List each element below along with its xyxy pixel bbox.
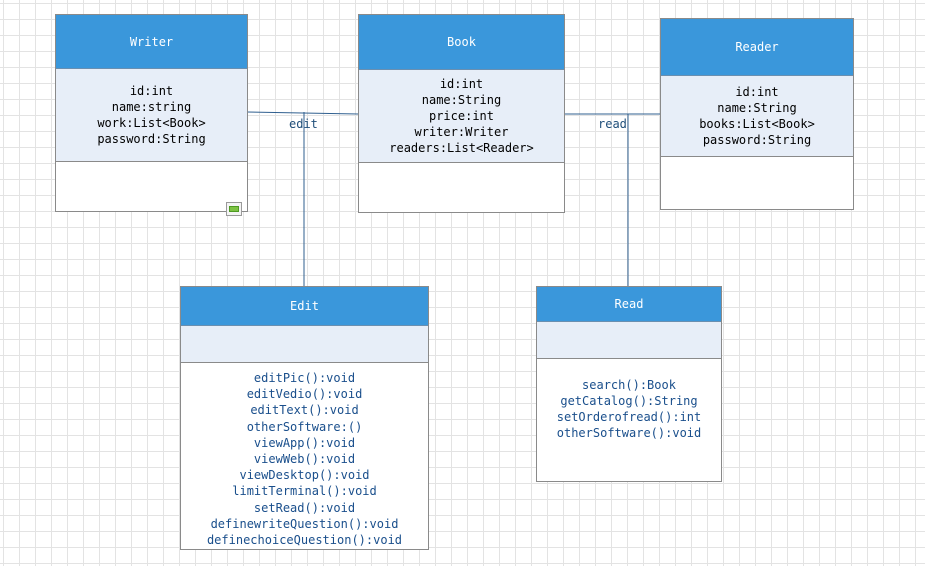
edit-association-label: edit	[289, 117, 318, 131]
operation: editVedio():void	[246, 387, 363, 402]
operation: definechoiceQuestion():void	[206, 533, 403, 548]
class-book[interactable]: Book id:int name:String price:int writer:Wr…	[358, 14, 565, 213]
class-reader[interactable]: Reader id:int name:String books:List<Book>…	[660, 18, 854, 210]
class-book-attributes: id:int name:String price:int writer:Writer r…	[359, 70, 564, 163]
operation: search():Book	[582, 377, 676, 392]
operation: getCatalog():String	[560, 393, 698, 408]
operation: definewriteQuestion():void	[210, 516, 399, 531]
attribute: books:List<Book>	[699, 117, 815, 131]
attribute: name:String	[717, 101, 797, 115]
attribute: id:int	[439, 77, 484, 91]
operation: editPic():void	[253, 371, 356, 385]
attribute: password:String	[97, 132, 206, 146]
operation: setOrderofread():int	[556, 410, 702, 424]
attribute: readers:List<Reader>	[389, 141, 534, 155]
attribute: work:List<Book>	[97, 116, 206, 130]
attribute: price:int	[428, 109, 495, 123]
class-reader-attributes: id:int name:String books:List<Book> passwor…	[661, 76, 853, 157]
attribute: password:String	[702, 133, 812, 147]
operation: viewWeb():void	[253, 452, 356, 467]
class-writer-name: Writer	[56, 15, 247, 69]
resize-handle[interactable]	[226, 202, 242, 216]
read-association-label: read	[598, 117, 627, 131]
class-reader-operations	[661, 157, 853, 209]
operation: viewDesktop():void	[239, 468, 370, 483]
attribute: id:int	[735, 85, 779, 99]
attribute: id:int	[129, 84, 174, 98]
operation: otherSoftware:()	[246, 419, 363, 434]
class-read-name: Read	[537, 287, 721, 322]
class-edit-attributes	[181, 326, 428, 363]
operation: editText():void	[250, 403, 359, 418]
class-writer[interactable]: Writer id:int name:string work:List<Book> p…	[55, 14, 248, 212]
operation: otherSoftware():void	[556, 426, 702, 441]
class-writer-operations	[56, 162, 247, 211]
operation: limitTerminal():void	[232, 484, 377, 499]
operation: setRead():void	[253, 500, 356, 515]
attribute: writer:Writer	[414, 125, 509, 139]
attribute: name:string	[111, 100, 192, 114]
class-book-operations	[359, 163, 564, 212]
class-book-name: Book	[359, 15, 564, 70]
class-edit-name: Edit	[181, 287, 428, 326]
class-read-attributes	[537, 322, 721, 359]
class-writer-attributes: id:int name:string work:List<Book> password…	[56, 69, 247, 162]
attribute: name:String	[421, 93, 502, 107]
operation: viewApp():void	[253, 435, 356, 450]
writer-book-line	[246, 111, 359, 115]
class-reader-name: Reader	[661, 19, 853, 76]
